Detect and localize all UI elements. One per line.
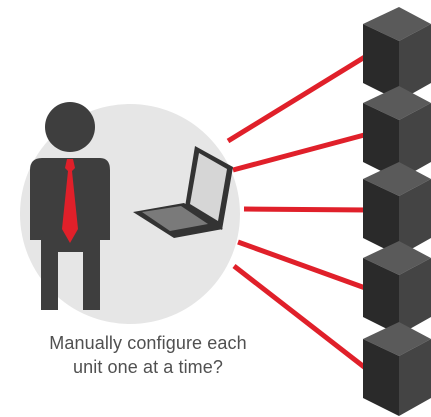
caption-line-2: unit one at a time?	[73, 357, 223, 377]
cube-top	[363, 86, 431, 120]
connection-line-4	[237, 239, 369, 292]
cube-left	[363, 258, 399, 335]
cube-left	[363, 339, 399, 416]
connection-line-5	[232, 264, 370, 372]
caption-line-1: Manually configure each	[49, 333, 247, 353]
cube-device-icon	[363, 162, 431, 256]
caption: Manually configure each unit one at a ti…	[28, 331, 268, 379]
cube-right	[399, 103, 431, 180]
cube-right	[399, 179, 431, 256]
connection-line-3	[243, 206, 369, 213]
connection-line-1	[226, 52, 370, 144]
cube-device-icon	[363, 86, 431, 180]
tie	[62, 159, 78, 243]
cube-top	[363, 7, 431, 41]
cube-device-icon	[363, 322, 431, 416]
business-person-icon	[30, 102, 110, 310]
cube-left	[363, 103, 399, 180]
cube-top	[363, 241, 431, 275]
cube-right	[399, 258, 431, 335]
connection-line-2	[232, 131, 369, 173]
cube-left	[363, 179, 399, 256]
cube-left	[363, 24, 399, 101]
device-cubes	[363, 7, 431, 416]
connection-lines	[226, 52, 370, 372]
laptop-keyboard	[142, 206, 208, 231]
cube-top	[363, 322, 431, 356]
cube-device-icon	[363, 7, 431, 101]
cube-right	[399, 339, 431, 416]
person-head	[45, 102, 95, 152]
laptop-icon	[133, 146, 233, 238]
cube-top	[363, 162, 431, 196]
laptop-screen	[190, 153, 227, 221]
cube-right	[399, 24, 431, 101]
cube-device-icon	[363, 241, 431, 335]
